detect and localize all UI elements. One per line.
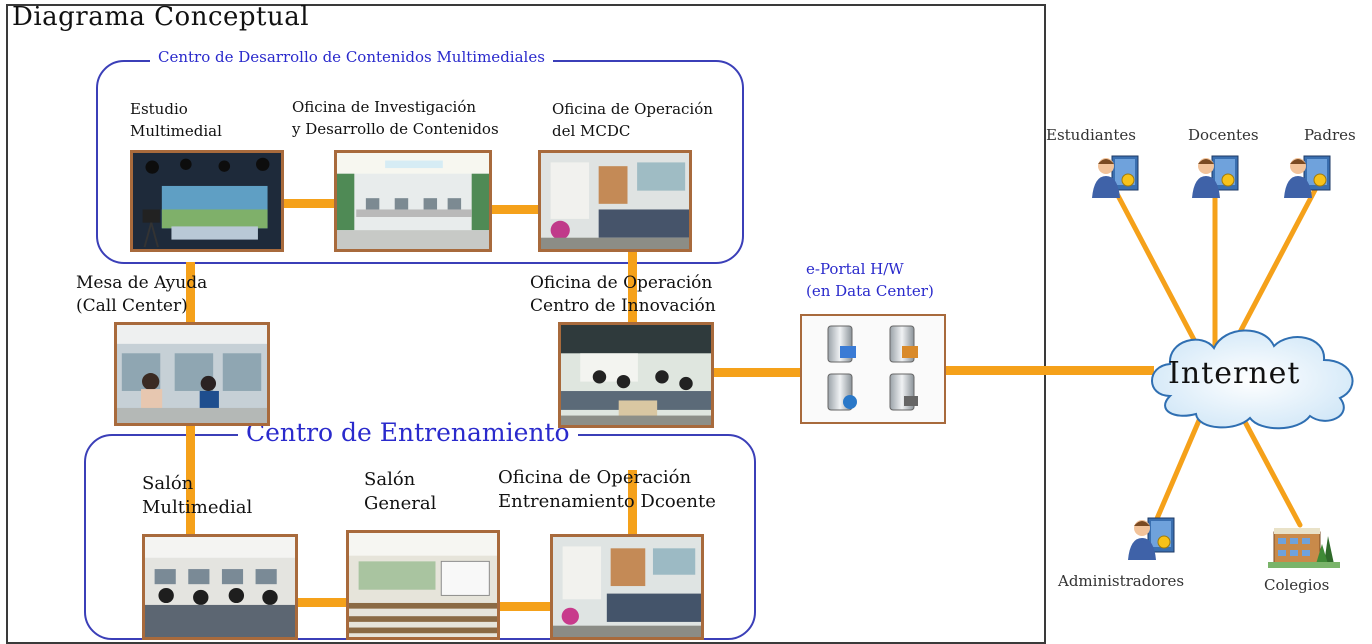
content-development-center-label: Centro de Desarrollo de Contenidos Multi…	[150, 48, 553, 66]
diagram-title: Diagrama Conceptual	[12, 2, 310, 32]
connector-top-innovation	[628, 248, 637, 322]
mcdc-office-photo	[538, 150, 692, 252]
general-classroom-label: Salón General	[364, 469, 437, 514]
connector-top-helpdesk	[186, 262, 195, 322]
training-office-photo	[550, 534, 704, 640]
connector-innovation-eportal	[712, 368, 804, 377]
connector-general-office	[498, 602, 552, 611]
server-icon	[889, 325, 918, 363]
students-label: Estudiantes	[1046, 126, 1136, 144]
connector-research-mcdc	[490, 205, 540, 214]
parent-user-icon	[1284, 155, 1331, 198]
student-user-icon	[1092, 155, 1139, 198]
server-icon	[827, 373, 857, 411]
school-building-icon	[1268, 528, 1340, 568]
eportal-server-box	[800, 314, 946, 424]
studio-photo	[130, 150, 284, 252]
research-office-label: Oficina de Investigación y Desarrollo de…	[292, 98, 499, 138]
connector-studio-research	[280, 199, 340, 208]
internet-cloud-icon	[1151, 329, 1354, 430]
help-desk-photo	[114, 322, 270, 426]
studio-label: Estudio Multimedial	[130, 100, 222, 140]
innovation-office-photo	[558, 322, 714, 428]
help-desk-label: Mesa de Ayuda (Call Center)	[76, 273, 208, 316]
eportal-label: e-Portal H/W (en Data Center)	[806, 260, 934, 300]
connector-bottom-office-up	[628, 470, 637, 536]
connector-eportal-internet	[944, 366, 1154, 375]
parents-label: Padres	[1304, 126, 1356, 144]
training-center-label: Centro de Entrenamiento	[238, 418, 578, 447]
server-icons	[827, 325, 918, 411]
multimedia-classroom-label: Salón Multimedial	[142, 473, 253, 518]
connector-helpdesk-bottom	[186, 424, 195, 536]
multimedia-classroom-photo	[142, 534, 298, 640]
connector-multimedia-general	[296, 598, 348, 607]
general-classroom-photo	[346, 530, 500, 640]
administrators-label: Administradores	[1058, 572, 1185, 590]
training-office-label: Oficina de Operación Entrenamiento Dcoen…	[498, 467, 716, 512]
teachers-label: Docentes	[1188, 126, 1259, 144]
administrator-user-icon	[1128, 517, 1175, 560]
mcdc-office-label: Oficina de Operación del MCDC	[552, 100, 713, 140]
teacher-user-icon	[1192, 155, 1239, 198]
research-office-photo	[334, 150, 492, 252]
internet-label: Internet	[1168, 356, 1301, 391]
schools-label: Colegios	[1264, 576, 1330, 594]
innovation-office-label: Oficina de Operación Centro de Innovació…	[530, 273, 716, 316]
server-icon	[827, 325, 856, 363]
server-icon	[889, 373, 918, 411]
